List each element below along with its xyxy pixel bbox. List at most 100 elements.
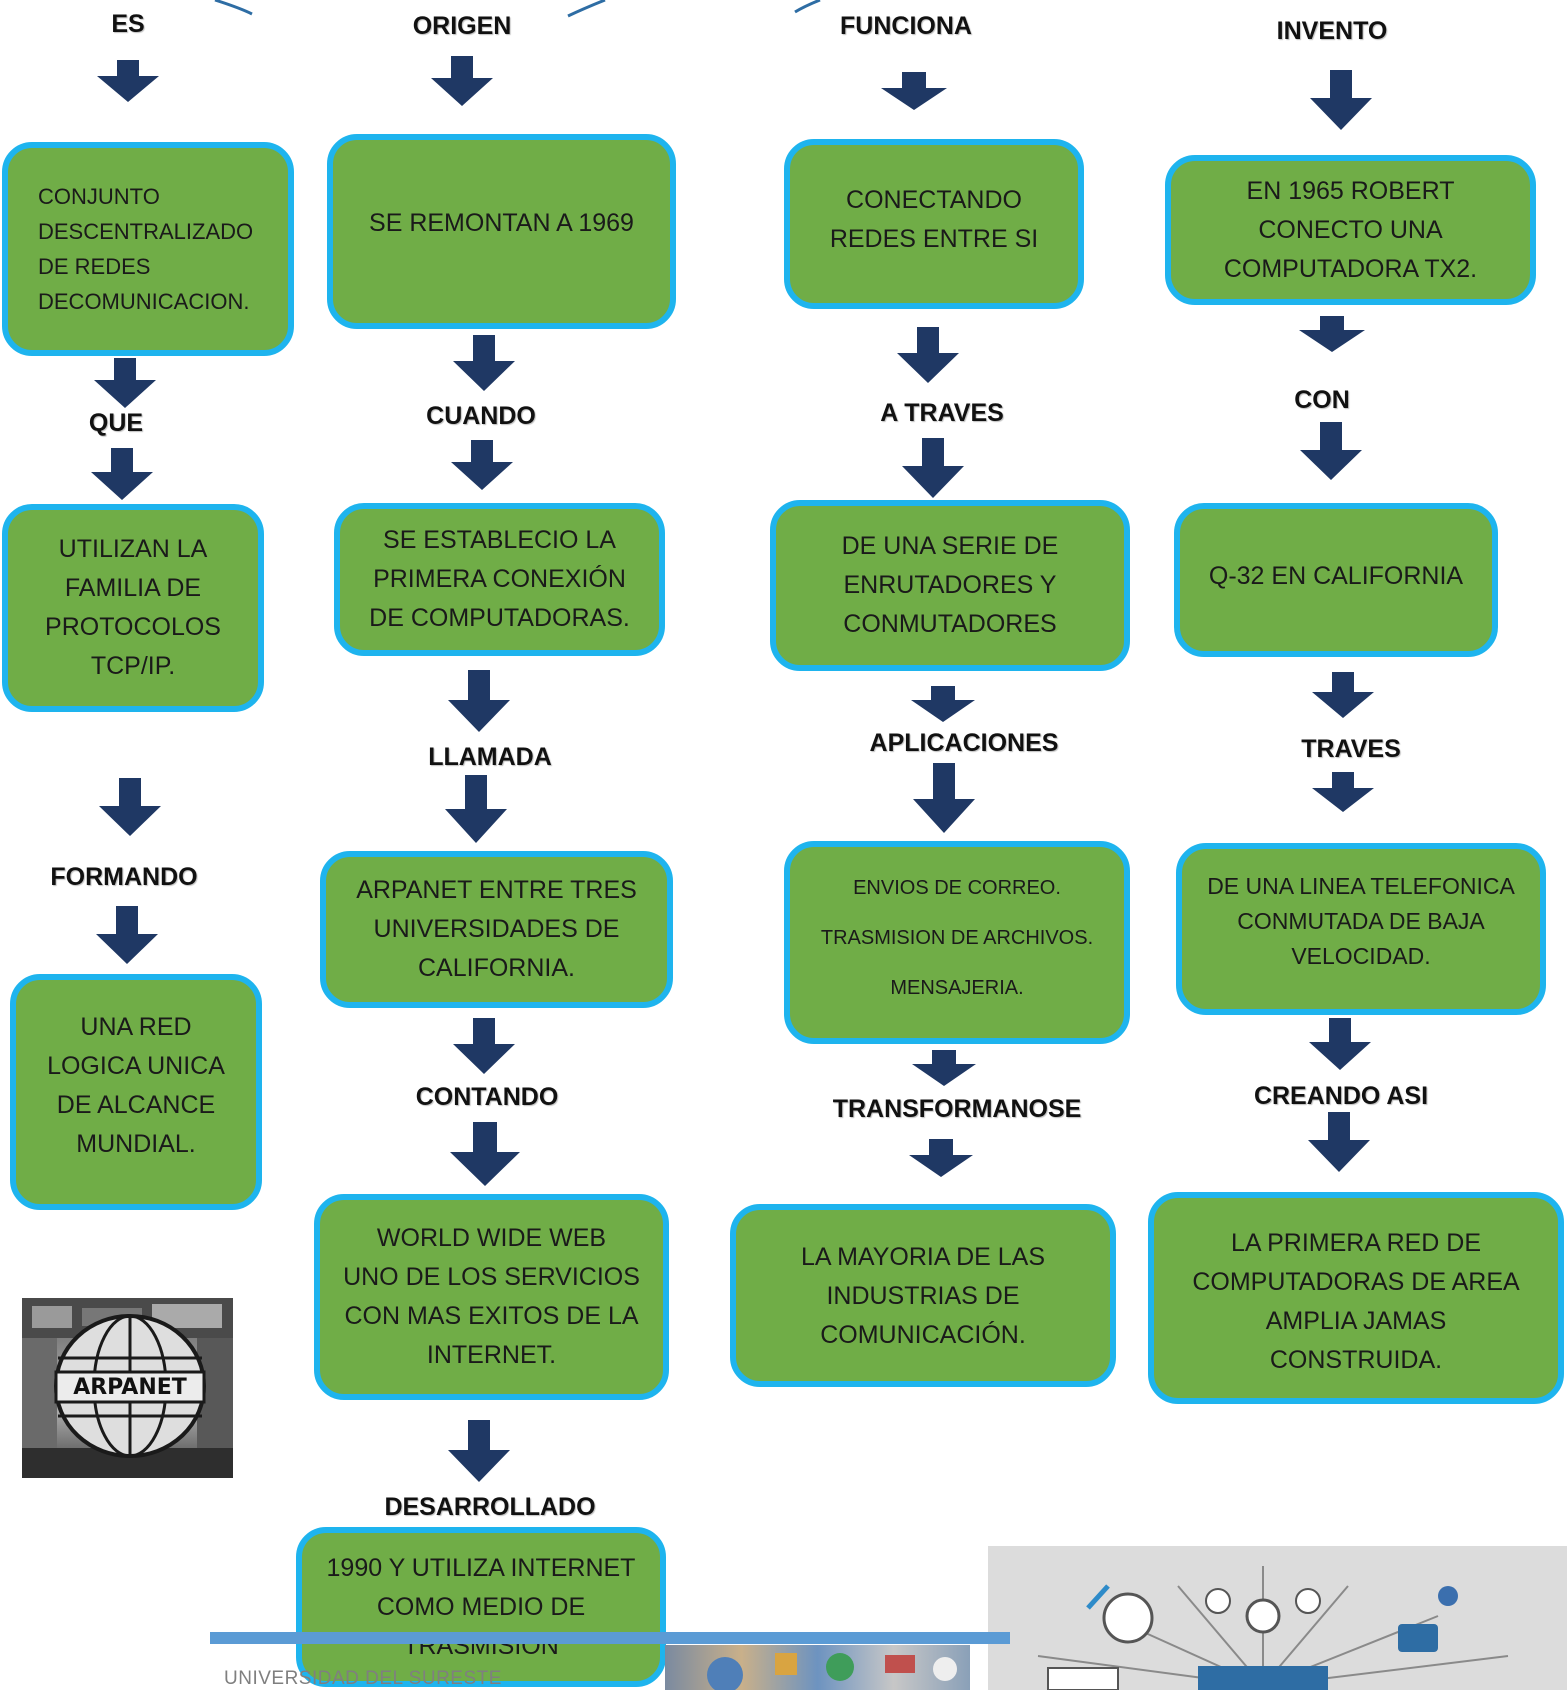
label-funciona: FUNCIONA — [840, 12, 972, 40]
box-line: DECOMUNICACION. — [38, 289, 250, 314]
collage-image — [665, 1645, 970, 1690]
box-line: COMO MEDIO DE — [376, 1592, 586, 1621]
box-es-network: UNA RED LOGICA UNICA DE ALCANCE MUNDIAL. — [10, 974, 262, 1210]
arrow-down-icon — [453, 335, 515, 391]
label-es: ES — [111, 10, 145, 38]
box-line: MENSAJERIA. — [890, 977, 1024, 999]
label-con: CON — [1294, 386, 1350, 414]
label-aplicaciones: APLICACIONES — [869, 729, 1059, 757]
box-origen-1990: 1990 Y UTILIZA INTERNET COMO MEDIO DE TR… — [296, 1527, 666, 1687]
box-line: PROTOCOLOS — [45, 613, 221, 641]
box-origen-first-connection: SE ESTABLECIO LA PRIMERA CONEXIÓN DE COM… — [334, 503, 665, 656]
box-line: COMUNICACIÓN. — [820, 1321, 1026, 1349]
box-line: UNA RED — [80, 1013, 192, 1041]
label-formando: FORMANDO — [50, 863, 198, 891]
box-invento-primera-red: LA PRIMERA RED DE COMPUTADORAS DE AREA A… — [1148, 1192, 1564, 1404]
box-invento-q32: Q-32 EN CALIFORNIA — [1174, 503, 1498, 657]
box-line: TRASMISION DE ARCHIVOS. — [820, 927, 1094, 949]
box-line: DE UNA LINEA TELEFONICA — [1207, 873, 1515, 899]
arrow-down-icon — [1312, 672, 1374, 718]
label-origen: ORIGEN — [412, 12, 512, 40]
box-line: ENVIOS DE CORREO. — [853, 877, 1061, 899]
box-line: CONMUTADA DE BAJA — [1237, 908, 1485, 934]
box-line: INTERNET. — [426, 1341, 557, 1369]
arrow-down-icon — [1300, 422, 1362, 480]
arrow-down-icon — [448, 670, 510, 732]
box-line: TCP/IP. — [90, 652, 176, 680]
arrow-down-icon — [450, 1122, 520, 1186]
arrow-down-icon — [1309, 1018, 1371, 1070]
box-line: MUNDIAL. — [76, 1130, 196, 1158]
box-line: CON MAS EXITOS DE LA — [344, 1302, 639, 1330]
box-line: VELOCIDAD. — [1291, 943, 1431, 969]
arrow-down-icon — [909, 1139, 973, 1177]
box-invento-linea: DE UNA LINEA TELEFONICA CONMUTADA DE BAJ… — [1176, 843, 1546, 1015]
box-line: DE ALCANCE — [56, 1091, 216, 1119]
box-line: CONMUTADORES — [843, 610, 1057, 638]
arrow-down-icon — [902, 438, 964, 498]
arrow-down-icon — [451, 440, 513, 490]
footer-divider — [210, 1632, 1010, 1644]
box-funciona-aplicaciones: ENVIOS DE CORREO. TRASMISION DE ARCHIVOS… — [784, 841, 1130, 1044]
box-line: SE ESTABLECIO LA — [383, 526, 616, 554]
box-line: CALIFORNIA. — [418, 954, 575, 982]
box-line: LOGICA UNICA — [47, 1052, 225, 1080]
arrow-down-icon — [91, 448, 153, 500]
box-line: 1990 Y UTILIZA INTERNET — [326, 1553, 636, 1582]
box-line: CONECTANDO — [846, 186, 1022, 214]
arrow-down-icon — [1308, 1112, 1370, 1172]
box-line: ARPANET ENTRE TRES — [356, 876, 637, 904]
box-line: WORLD WIDE WEB — [376, 1224, 607, 1252]
box-line: COMPUTADORA TX2. — [1223, 254, 1478, 283]
label-llamada: LLAMADA — [428, 743, 552, 771]
box-line: REDES ENTRE SI — [829, 225, 1039, 253]
footer-university: UNIVERSIDAD DEL SURESTE — [224, 1668, 502, 1689]
arpanet-logo-text: ARPANET — [73, 1375, 187, 1400]
box-line: LA MAYORIA DE LAS — [800, 1243, 1046, 1271]
box-line: DE UNA SERIE DE — [841, 532, 1059, 560]
label-a-traves: A TRAVES — [880, 399, 1004, 427]
arrow-down-icon — [99, 778, 161, 836]
arpanet-photo: ARPANET — [22, 1298, 233, 1478]
label-traves: TRAVES — [1301, 735, 1401, 763]
box-line: UNO DE LOS SERVICIOS — [343, 1263, 640, 1291]
box-line: ENRUTADORES Y — [843, 571, 1057, 599]
arrow-down-icon — [1312, 772, 1374, 812]
label-transformanose: TRANSFORMANOSE — [832, 1095, 1082, 1123]
arrow-down-icon — [94, 358, 156, 408]
box-line: SE REMONTAN A 1969 — [369, 209, 634, 237]
box-line: Q-32 EN CALIFORNIA — [1208, 562, 1464, 590]
arrow-down-icon — [1299, 316, 1365, 352]
box-line: CONECTO UNA — [1258, 215, 1443, 244]
box-line: UTILIZAN LA — [58, 535, 208, 563]
box-line: DE REDES — [38, 254, 151, 279]
arrow-down-icon — [913, 763, 975, 833]
box-line: UNIVERSIDADES DE — [373, 915, 620, 943]
arrow-down-icon — [445, 775, 507, 843]
box-line: LA PRIMERA RED DE — [1230, 1229, 1482, 1257]
label-que: QUE — [88, 409, 144, 437]
box-line: INDUSTRIAS DE — [826, 1282, 1020, 1310]
top-connector-lines — [214, 0, 821, 18]
label-contando: CONTANDO — [415, 1083, 559, 1111]
arrow-down-icon — [97, 60, 159, 102]
box-line: CONSTRUIDA. — [1269, 1346, 1443, 1374]
box-invento-1965: EN 1965 ROBERT CONECTO UNA COMPUTADORA T… — [1165, 155, 1536, 305]
box-funciona-industrias: LA MAYORIA DE LAS INDUSTRIAS DE COMUNICA… — [730, 1204, 1116, 1387]
box-es-protocols: UTILIZAN LA FAMILIA DE PROTOCOLOS TCP/IP… — [2, 504, 264, 712]
label-invento: INVENTO — [1276, 17, 1388, 45]
box-line: CONJUNTO — [38, 184, 160, 209]
box-origen-1969: SE REMONTAN A 1969 — [327, 134, 676, 329]
box-line: EN 1965 ROBERT — [1246, 176, 1455, 205]
arrow-down-icon — [96, 906, 158, 964]
network-illustration — [988, 1546, 1567, 1690]
arrow-down-icon — [912, 1050, 976, 1086]
box-funciona-conectando: CONECTANDO REDES ENTRE SI — [784, 139, 1084, 309]
box-line: DESCENTRALIZADO — [38, 219, 254, 244]
arrow-down-icon — [448, 1420, 510, 1482]
arrow-down-icon — [453, 1018, 515, 1074]
label-desarrollado: DESARROLLADO — [384, 1493, 596, 1521]
box-line: COMPUTADORAS DE AREA — [1192, 1268, 1520, 1296]
label-creando-asi: CREANDO ASI — [1253, 1082, 1429, 1110]
arrow-down-icon — [911, 686, 975, 722]
